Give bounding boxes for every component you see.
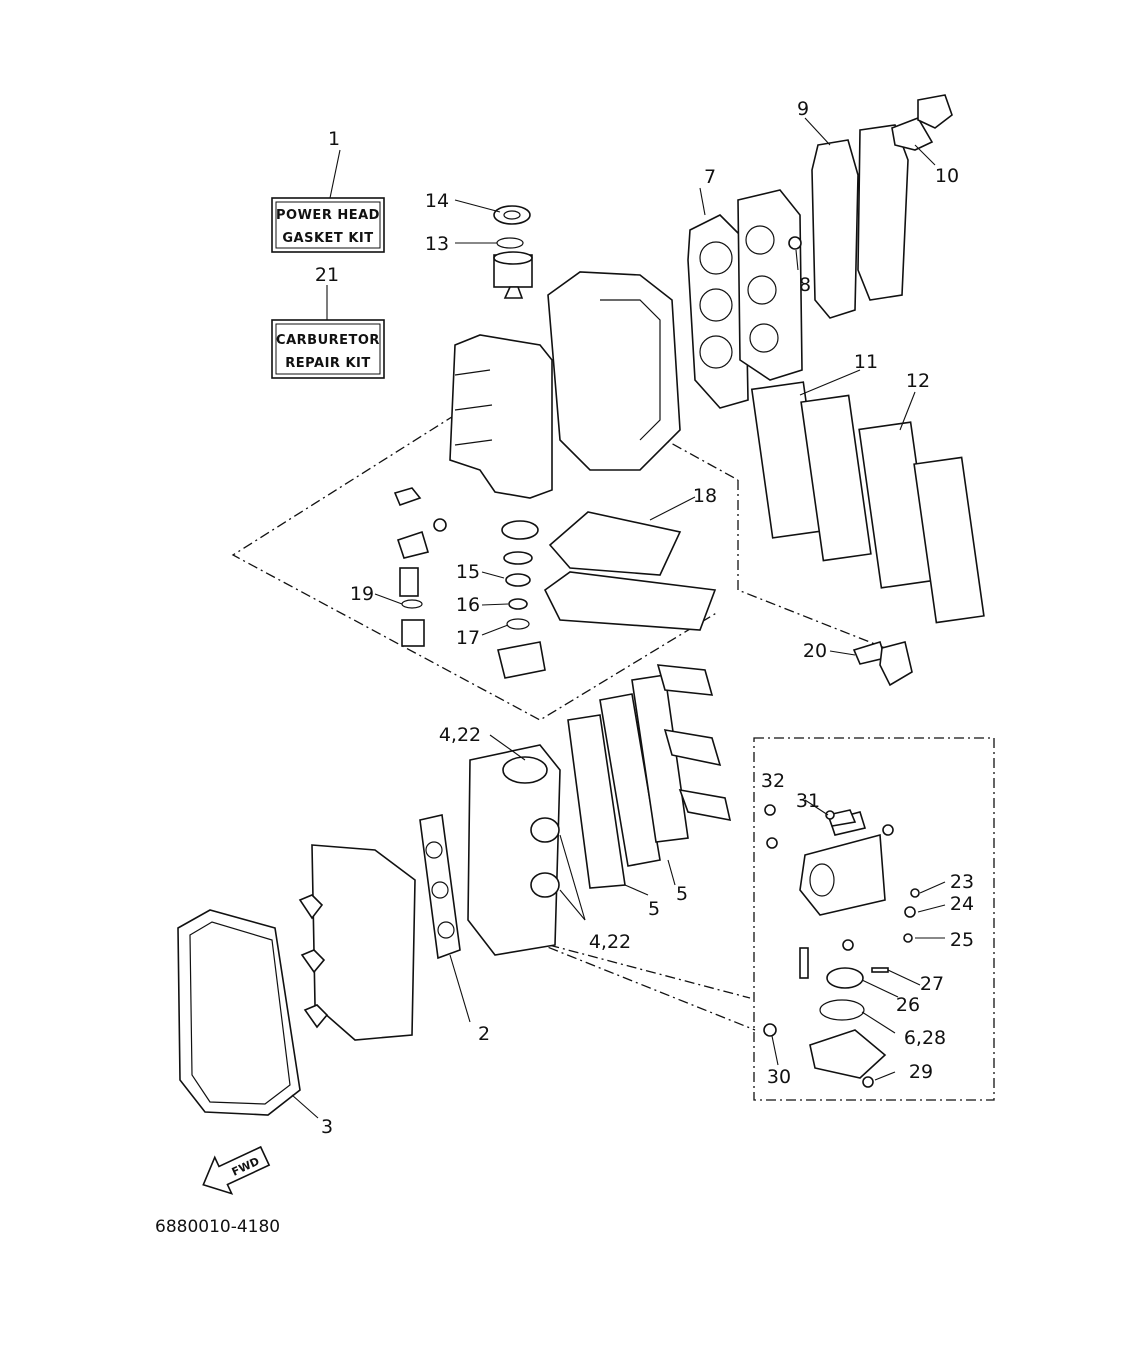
callout-8: 8: [799, 274, 811, 296]
drawing-code: 6880010-4180: [155, 1217, 280, 1237]
callout-15: 15: [456, 561, 480, 583]
callout-1: 1: [328, 128, 340, 150]
callout-17: 17: [456, 627, 480, 649]
forward-direction-arrow: FWD: [202, 1145, 271, 1195]
callout-5-left: 5: [648, 898, 660, 920]
o-ring-17: [506, 618, 530, 630]
carburetor-body: [799, 809, 886, 916]
callout-25: 25: [950, 929, 974, 951]
part-23: [910, 888, 920, 898]
callout-5-right: 5: [676, 883, 688, 905]
callout-27: 27: [920, 973, 944, 995]
oil-seal-15: [505, 573, 531, 587]
callout-13: 13: [425, 233, 449, 255]
carburetor-repair-kit-label: 21 CARBURETOR REPAIR KIT: [271, 264, 385, 379]
exhaust-gasket-2: [419, 814, 461, 960]
part-24: [904, 906, 916, 918]
power-head-gasket-kit-label: 1 POWER HEAD GASKET KIT: [271, 128, 385, 253]
callout-24: 24: [950, 893, 974, 915]
oil-seal-16: [508, 598, 528, 610]
callout-23: 23: [950, 871, 974, 893]
plug-8: [788, 236, 802, 250]
callout-16: 16: [456, 594, 480, 616]
exhaust-cover: [311, 844, 416, 1041]
callout-20: 20: [803, 640, 827, 662]
callout-4-22-bottom: 4,22: [589, 931, 631, 953]
intake-manifold-4-22: [467, 744, 561, 956]
cylinder-head: [737, 189, 803, 381]
reed-valve-assemblies: [656, 664, 732, 822]
water-cover-gasket-10: [891, 117, 934, 151]
callout-30: 30: [767, 1066, 791, 1088]
o-ring-19: [401, 599, 423, 609]
callout-9: 9: [797, 98, 809, 120]
carburetor-kit-line1: CARBURETOR: [276, 333, 380, 348]
leader-lines: [291, 117, 946, 1119]
gasket-6-28: [819, 999, 865, 1021]
oil-seal-14: [493, 205, 531, 225]
callout-10: 10: [935, 165, 959, 187]
o-ring-13: [496, 237, 524, 249]
power-head-kit-line1: POWER HEAD: [276, 208, 380, 223]
part-25: [903, 933, 913, 943]
power-head-kit-line2: GASKET KIT: [282, 231, 373, 246]
callout-6-28: 6,28: [904, 1027, 946, 1049]
callout-11: 11: [854, 351, 878, 373]
callout-32: 32: [761, 770, 785, 792]
callout-3: 3: [321, 1116, 333, 1138]
callout-14: 14: [425, 190, 449, 212]
head-cover: [857, 124, 909, 301]
callout-12: 12: [906, 370, 930, 392]
pin-27: [871, 967, 889, 973]
callout-31: 31: [796, 790, 820, 812]
screw-29: [862, 1076, 874, 1088]
screw-32: [764, 804, 776, 816]
exhaust-cover-gasket-3: [177, 909, 301, 1116]
base-gasket-18: [548, 511, 682, 576]
callout-21: 21: [315, 264, 339, 286]
callout-4-22-top: 4,22: [439, 724, 481, 746]
callout-2: 2: [478, 1023, 490, 1045]
carburetor-kit-line2: REPAIR KIT: [285, 356, 370, 371]
callout-18: 18: [693, 485, 717, 507]
cylinder-block: [449, 251, 681, 499]
intake-gasket-5: [567, 674, 689, 889]
callout-26: 26: [896, 994, 920, 1016]
callout-29: 29: [909, 1061, 933, 1083]
jet-31: [825, 810, 835, 820]
cylinder-head-gasket-7: [687, 214, 749, 409]
callout-7: 7: [704, 166, 716, 188]
head-cover-gasket-9: [811, 139, 859, 319]
part-30: [763, 1023, 777, 1037]
powerhead-assembly-outline: [231, 414, 719, 721]
callout-19: 19: [350, 583, 374, 605]
carburetor-assembly-outline: [753, 737, 995, 1101]
float-26: [826, 967, 864, 989]
